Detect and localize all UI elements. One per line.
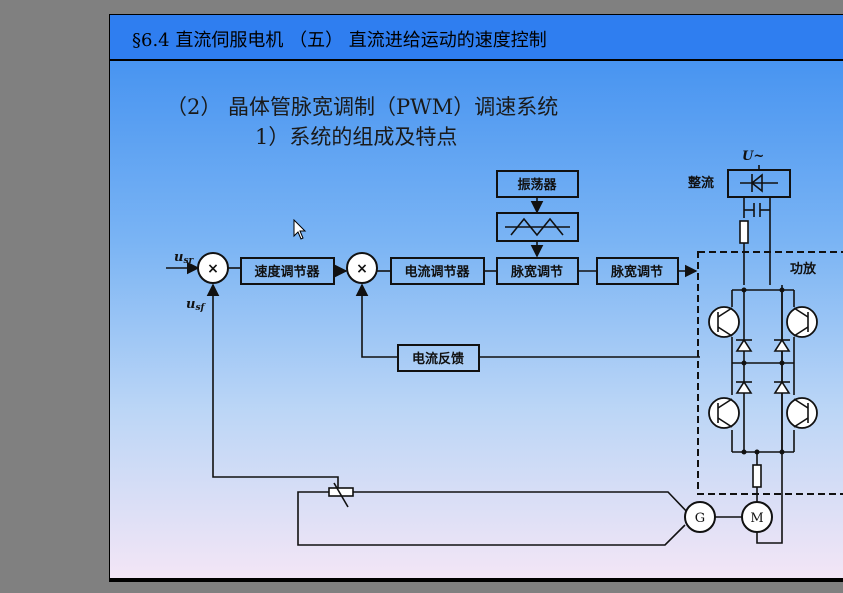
current-feedback-wire — [355, 283, 398, 358]
slide-header: §6.4 直流伺服电机 （五） 直流进给运动的速度控制 — [110, 15, 843, 61]
current-regulator-block: 电流调节器 — [390, 257, 485, 285]
speed-feedback-wire — [206, 283, 339, 492]
mouse-cursor-icon — [293, 219, 307, 240]
junction-dots — [741, 287, 785, 455]
transistor-q4 — [786, 397, 818, 429]
svg-text:脉宽调节: 脉宽调节 — [510, 264, 563, 280]
current-sense-resistor — [739, 220, 749, 244]
diode-d4 — [773, 380, 791, 394]
svg-text:U~: U~ — [742, 149, 764, 164]
section-heading: （2） 晶体管脉宽调制（PWM）调速系统 — [166, 95, 559, 119]
pulse-width-block: 脉宽调节 — [596, 257, 679, 285]
slide: §6.4 直流伺服电机 （五） 直流进给运动的速度控制 （2） 晶体管脉宽调制（… — [109, 14, 843, 581]
feedback-signal-label: usf — [186, 297, 207, 313]
section-subheading: 1）系统的组成及特点 — [255, 125, 458, 149]
svg-text:usr: usr — [174, 250, 195, 266]
svg-text:脉宽调节: 脉宽调节 — [610, 264, 663, 280]
rectifier-label: 整流 — [687, 175, 714, 191]
motor: M — [741, 501, 773, 533]
diode-d1 — [735, 338, 753, 352]
diode-d3 — [735, 380, 753, 394]
slide-title: §6.4 直流伺服电机 （五） 直流进给运动的速度控制 — [132, 30, 547, 51]
pulse-modulation-block: 脉宽调节 — [496, 257, 579, 285]
armature-resistor — [752, 464, 762, 488]
transistor-q3 — [708, 397, 740, 429]
transistor-q2 — [786, 306, 818, 338]
svg-text:速度调节器: 速度调节器 — [254, 264, 320, 280]
rectifier-block — [727, 169, 791, 198]
svg-text:×: × — [207, 261, 219, 277]
svg-text:功放: 功放 — [790, 261, 817, 277]
summing-junction-current: × — [346, 252, 378, 284]
svg-text:电流反馈: 电流反馈 — [412, 351, 464, 367]
svg-text:振荡器: 振荡器 — [517, 177, 557, 193]
h-bridge — [731, 289, 795, 465]
potentiometer — [328, 482, 354, 508]
svg-text:G: G — [695, 511, 705, 526]
power-amplifier-box: 功放 — [697, 251, 843, 495]
oscillator-block: 振荡器 — [496, 170, 579, 198]
summing-junction-speed: × — [197, 252, 229, 284]
transistor-q1 — [708, 306, 740, 338]
current-feedback-block: 电流反馈 — [397, 344, 480, 372]
tacho-loop-wire — [297, 491, 691, 546]
pwm-system-diagram: usr × 速度调节器 × 电流调节器 脉宽调节 — [166, 149, 843, 546]
filter-capacitor — [743, 197, 771, 218]
svg-text:M: M — [750, 511, 763, 526]
ac-source-label: U~ — [742, 149, 764, 164]
svg-text:usf: usf — [186, 297, 207, 313]
input-signal-label: usr — [174, 250, 195, 266]
svg-text:整流: 整流 — [687, 175, 714, 191]
speed-regulator-block: 速度调节器 — [240, 257, 335, 285]
tachogenerator: G — [684, 501, 716, 533]
slide-shadow — [109, 578, 843, 582]
svg-text:电流调节器: 电流调节器 — [404, 264, 470, 280]
triangle-wave-block — [496, 212, 579, 242]
diode-d2 — [773, 338, 791, 352]
svg-text:×: × — [356, 261, 368, 277]
